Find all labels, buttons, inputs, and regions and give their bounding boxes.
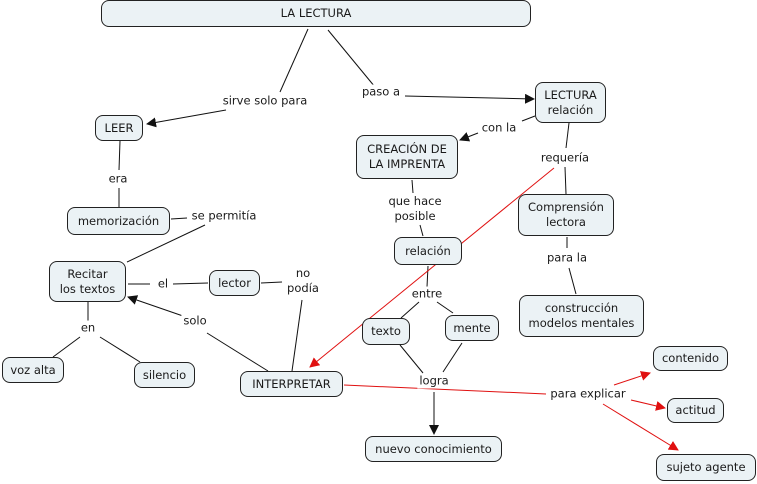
line-leer-era [118, 140, 121, 171]
concept-creacion-imprenta[interactable]: CREACIÓN DE LA IMPRENTA [356, 135, 458, 179]
line-nopodia-interpretar [291, 299, 303, 372]
red-arrow-paraexplicar-actitud [630, 399, 666, 411]
arrow-paso-lectura-rel [404, 93, 535, 104]
link-el: el [155, 276, 171, 292]
concept-relacion[interactable]: relación [394, 237, 462, 265]
concept-interpretar[interactable]: INTERPRETAR [240, 371, 343, 397]
red-arrow-lectrel-interpretar [309, 167, 555, 368]
link-paso-a: paso a [359, 84, 403, 100]
link-que-hace-posible: que hace posible [386, 194, 444, 224]
arrow-sirve-leer [146, 109, 227, 128]
link-requeria: requería [538, 150, 592, 166]
concept-comprension-lectora[interactable]: Comprensión lectora [518, 194, 614, 236]
red-line-interpretar-paraexplicar [343, 384, 547, 395]
line-qhp-relacion [419, 224, 424, 237]
concept-sujeto-agente[interactable]: sujeto agente [656, 454, 756, 481]
link-solo: solo [181, 313, 209, 329]
concept-memorizacion[interactable]: memorización [67, 207, 170, 235]
line-memo-sepermitia [170, 217, 188, 220]
line-requeria-comprension [564, 166, 567, 195]
line-lectrel-requeria [565, 122, 570, 149]
concept-construccion-modelos[interactable]: construcción modelos mentales [519, 295, 644, 337]
line-en-silencio [99, 336, 141, 363]
concept-actitud[interactable]: actitud [667, 398, 724, 423]
arrow-conla-imprenta [459, 132, 479, 142]
line-lectura-sirve [279, 28, 309, 93]
concept-recitar-textos[interactable]: Recitar los textos [49, 261, 126, 302]
link-para-explicar: para explicar [548, 386, 628, 402]
line-parala-construccion [568, 267, 577, 295]
link-entre: entre [409, 286, 445, 302]
line-sepermitia-recitar [126, 224, 206, 263]
concept-nuevo-conocimiento[interactable]: nuevo conocimiento [365, 436, 502, 462]
line-imprenta-qhp [411, 179, 414, 194]
line-lector-nopodia [260, 281, 283, 284]
link-se-permitia: se permitía [189, 208, 259, 224]
line-entre-mente [436, 301, 454, 314]
concept-silencio[interactable]: silencio [134, 362, 195, 388]
link-era: era [106, 171, 130, 187]
red-arrow-paraexplicar-sujeto [602, 403, 679, 451]
arrow-solo-recitar [127, 295, 184, 317]
line-interpretar-solo [206, 332, 269, 372]
concept-leer[interactable]: LEER [95, 115, 143, 141]
concept-lectura-relacion[interactable]: LECTURA relación [535, 82, 606, 123]
concept-texto[interactable]: texto [362, 318, 410, 345]
link-en: en [78, 320, 98, 336]
link-para-la: para la [544, 250, 590, 266]
concept-mente[interactable]: mente [445, 315, 499, 341]
concept-voz-alta[interactable]: voz alta [2, 357, 64, 383]
concept-la-lectura[interactable]: LA LECTURA [101, 0, 531, 27]
line-relacion-entre [426, 265, 429, 288]
line-texto-logra [399, 344, 424, 374]
line-lectrel-conla [521, 115, 536, 122]
line-en-vozalta [52, 336, 81, 358]
link-logra: logra [417, 373, 451, 389]
line-el-lector [172, 282, 209, 285]
link-no-podia: no podía [285, 266, 321, 296]
line-entre-texto [400, 301, 420, 319]
concept-lector[interactable]: lector [209, 270, 260, 296]
line-mente-logra [442, 342, 463, 373]
concept-contenido[interactable]: contenido [653, 346, 728, 371]
line-lectura-paso [327, 29, 376, 88]
red-arrow-paraexplicar-contenido [613, 371, 651, 386]
link-sirve-solo-para: sirve solo para [220, 93, 310, 109]
link-con-la: con la [479, 120, 519, 136]
